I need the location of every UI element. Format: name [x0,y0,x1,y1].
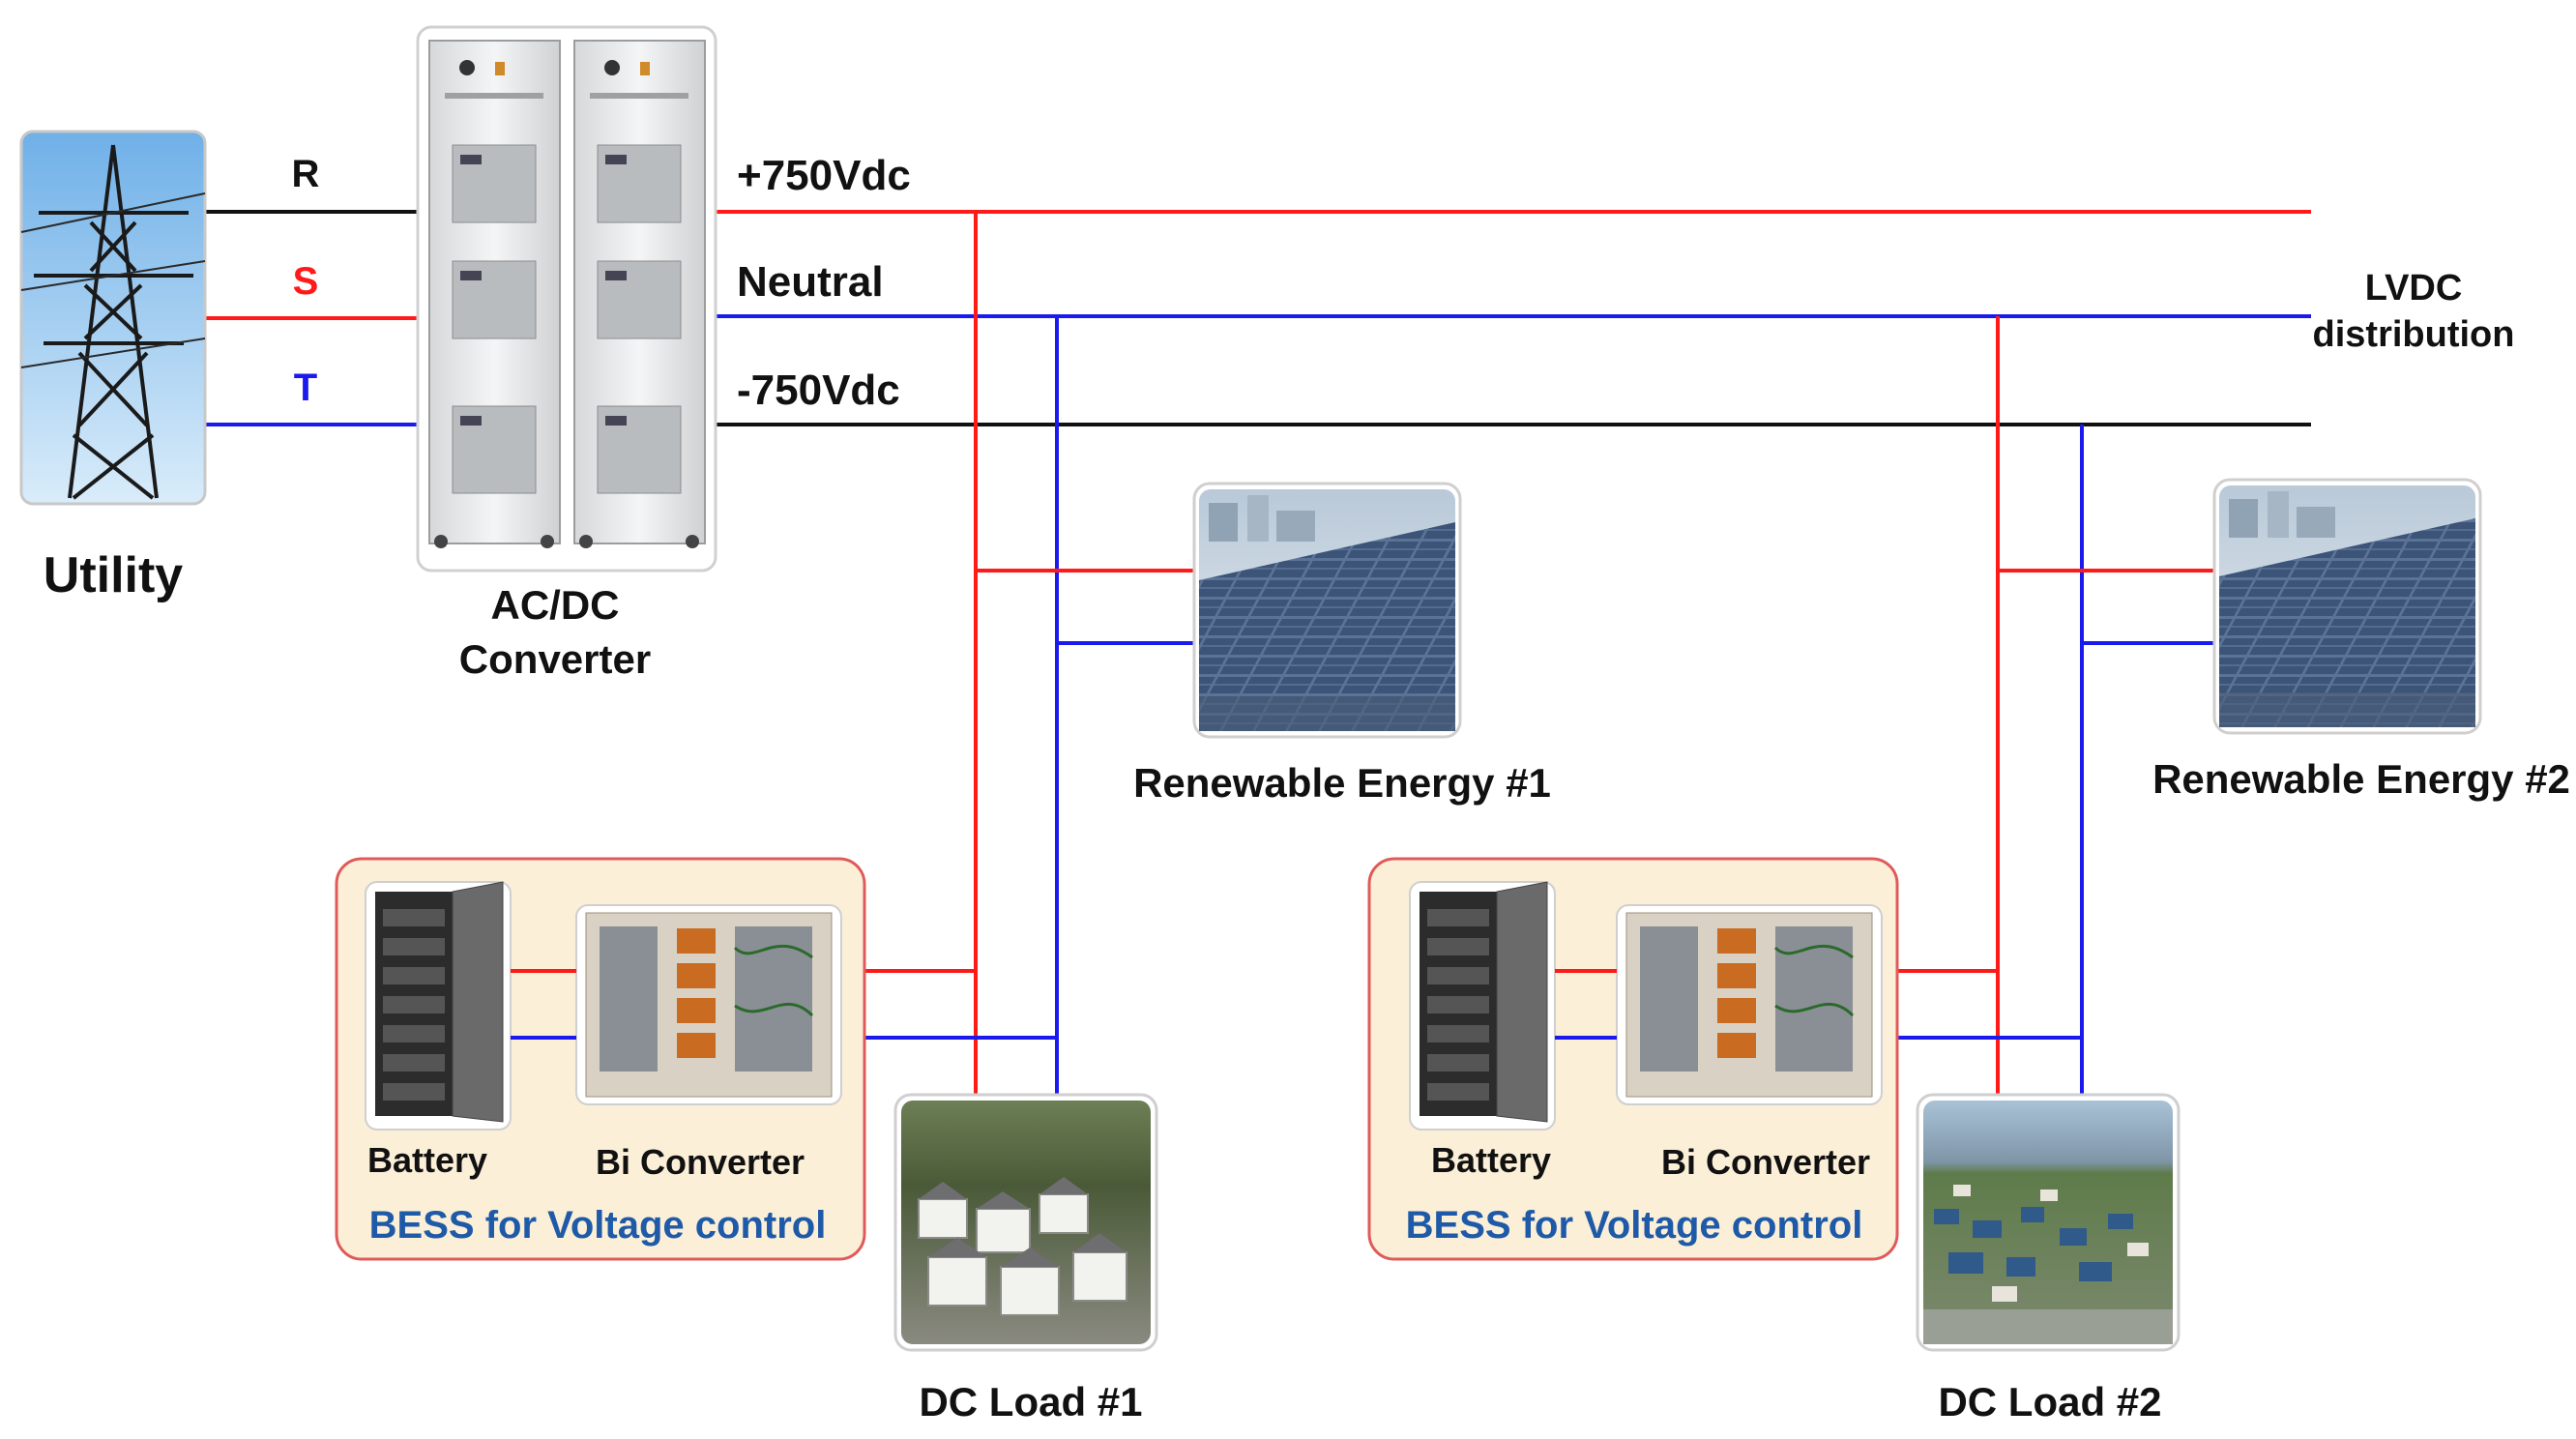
renewable-energy-1-image [1192,482,1462,739]
bess-1-battery-label: Battery [367,1140,487,1180]
utility-label: Utility [44,547,184,603]
acdc-converter-image [416,25,717,573]
lvdc-label-line2: distribution [2313,314,2515,355]
bess-1-title: BESS for Voltage control [369,1204,827,1247]
dc-load-2-image [1916,1093,2181,1352]
bi-converter-1-image [575,904,842,1105]
bess-1-panel [335,857,866,1261]
converter-label-line2: Converter [459,636,651,682]
battery-1-image [365,881,512,1131]
neutral-bus-label: Neutral [737,258,884,306]
bi-converter-2-image [1616,904,1883,1105]
renewable-energy-2-image [2212,478,2482,735]
phase-t-label: T [294,367,317,409]
dc-load-2-label: DC Load #2 [1938,1379,2161,1424]
phase-r-label: R [292,153,320,195]
bess-2-title: BESS for Voltage control [1406,1204,1863,1247]
dc-load-1-image [893,1093,1158,1352]
converter-label-line1: AC/DC [491,582,620,628]
lvdc-label-line1: LVDC [2365,268,2463,308]
renewable-energy-2-label: Renewable Energy #2 [2152,756,2570,802]
bess-2-battery-label: Battery [1431,1140,1551,1180]
dc-load-1-label: DC Load #1 [919,1379,1142,1424]
positive-bus-label: +750Vdc [737,152,911,199]
battery-2-image [1409,881,1556,1131]
renewable-energy-1-label: Renewable Energy #1 [1133,760,1551,806]
bess-2-panel [1367,857,1899,1261]
negative-bus-label: -750Vdc [737,367,900,414]
phase-s-label: S [293,260,319,303]
bess-2-converter-label: Bi Converter [1661,1142,1870,1182]
cabinet-left [428,40,561,548]
bess-1-converter-label: Bi Converter [596,1142,805,1182]
cabinet-right [573,40,706,548]
utility-tower-image [19,130,207,506]
wiring [205,210,2311,1101]
